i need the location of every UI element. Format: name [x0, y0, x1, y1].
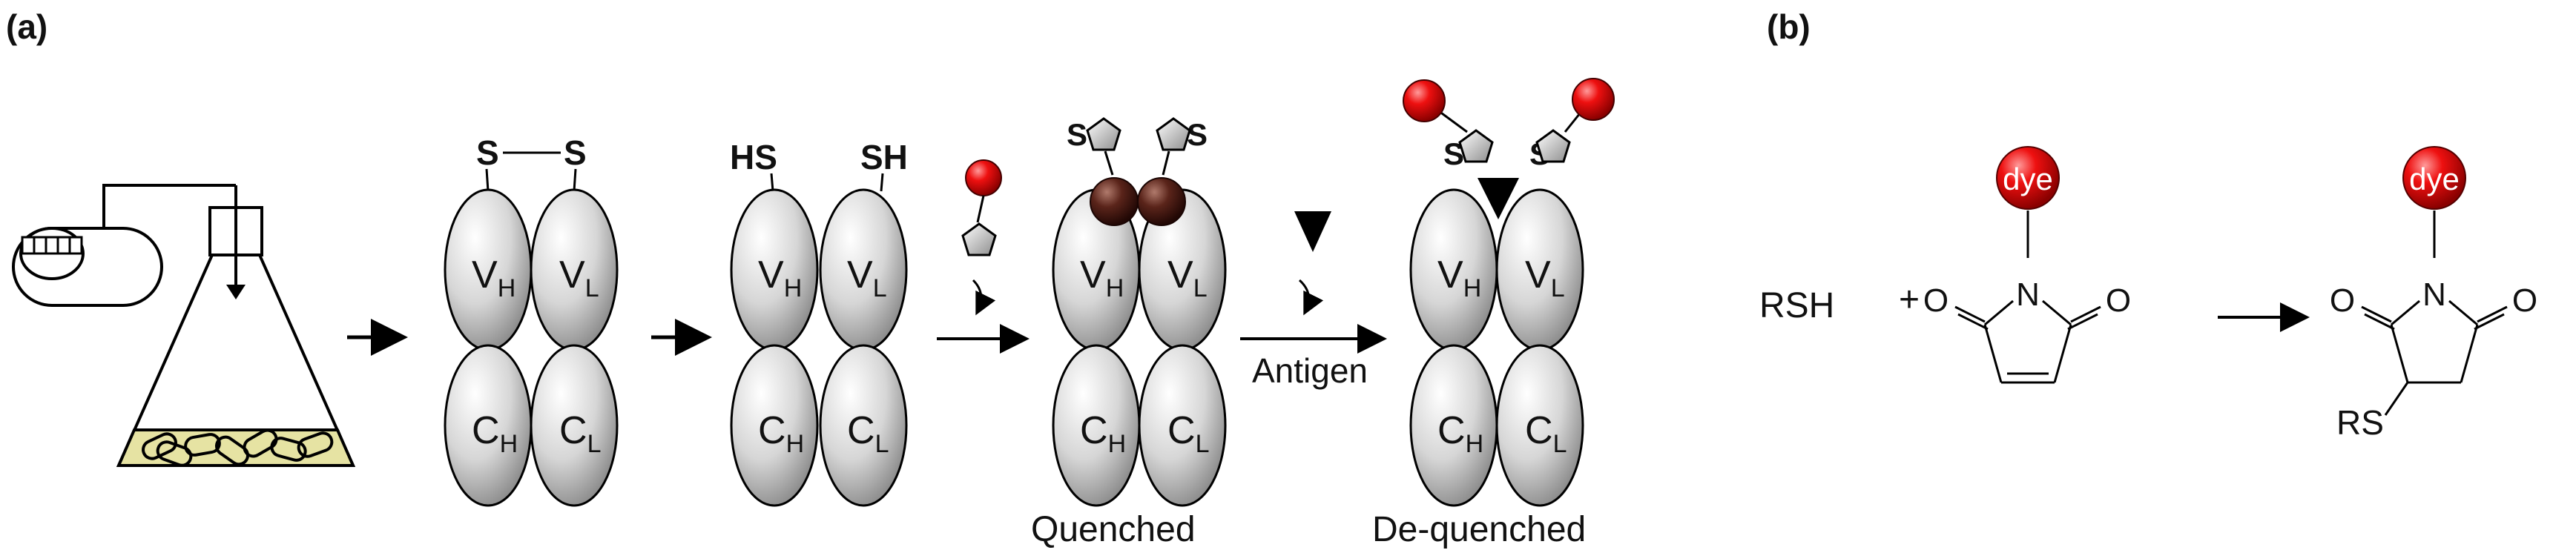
fluorescent-dye-left: [1403, 79, 1446, 122]
reagent-addition-arrow: [972, 279, 996, 316]
svg-text:VH: VH: [1437, 254, 1481, 302]
antigen-icon: [1294, 211, 1331, 252]
svg-text:VH: VH: [758, 254, 802, 302]
svg-text:VH: VH: [472, 254, 515, 302]
product-o-right: O: [2512, 282, 2537, 319]
svg-text:CH: CH: [472, 409, 518, 458]
svg-text:CH: CH: [1437, 409, 1483, 458]
plus-sign: +: [1899, 280, 1920, 319]
svg-text:S: S: [1067, 117, 1087, 152]
maleimide-o-right: O: [2106, 282, 2131, 319]
bound-antigen-icon: [1478, 178, 1519, 219]
antibody-dequenched: VH VL CH CL S S: [1403, 78, 1615, 507]
product-o-left: O: [2330, 282, 2355, 319]
dequenched-label: De-quenched: [1372, 510, 1586, 549]
reactant-rsh: RSH: [1759, 286, 1834, 325]
svg-text:CL: CL: [1167, 409, 1209, 458]
quenched-label: Quenched: [1031, 510, 1196, 549]
fluorescent-dye-right: [1572, 78, 1615, 121]
maleimide-n: N: [2016, 276, 2040, 313]
antigen-addition-arrow: [1298, 279, 1324, 316]
disulfide-s-left: S: [476, 133, 499, 172]
plasmid-cell-icon: [12, 227, 163, 307]
svg-text:VL: VL: [847, 254, 887, 302]
product-dye-label: dye: [2409, 162, 2460, 196]
panel-a-label: (a): [6, 7, 47, 46]
bacteria-icon: [142, 428, 334, 467]
maleimide-dye-structure: dye N O O: [1923, 146, 2131, 384]
svg-text:CL: CL: [847, 409, 889, 458]
thiosuccinimide-product-structure: dye N O O RS: [2330, 146, 2537, 442]
product-rs: RS: [2336, 403, 2384, 442]
panel-b-label: (b): [1767, 7, 1811, 46]
antibody-reduced: HS SH VH VL CH CL: [730, 138, 908, 507]
svg-text:CH: CH: [1080, 409, 1126, 458]
svg-text:VH: VH: [1080, 254, 1124, 302]
svg-text:CL: CL: [559, 409, 601, 458]
maleimide-o-left: O: [1923, 282, 1949, 319]
disulfide-s-right: S: [564, 133, 587, 172]
product-n: N: [2422, 276, 2446, 313]
antigen-label: Antigen: [1252, 351, 1368, 390]
maleimide-dye-label: dye: [2003, 162, 2053, 196]
svg-text:CH: CH: [758, 409, 804, 458]
svg-text:S: S: [1187, 117, 1208, 152]
dye-reagent-icon: [961, 159, 1002, 256]
svg-text:VL: VL: [559, 254, 599, 302]
svg-text:VL: VL: [1525, 254, 1565, 302]
transfer-line: [102, 184, 236, 228]
quenched-dye-left: [1090, 177, 1139, 226]
quenched-dye-right: [1137, 177, 1186, 226]
antibody-quenched: VH VL CH CL S S: [1052, 117, 1227, 507]
antibody-disulfide: S S VH VL CH CL: [444, 133, 619, 507]
svg-text:VL: VL: [1167, 254, 1208, 302]
svg-text:CL: CL: [1525, 409, 1567, 458]
culture-flask-icon: [116, 206, 356, 467]
reduced-sh: SH: [860, 138, 908, 176]
reduced-hs: HS: [730, 138, 777, 176]
